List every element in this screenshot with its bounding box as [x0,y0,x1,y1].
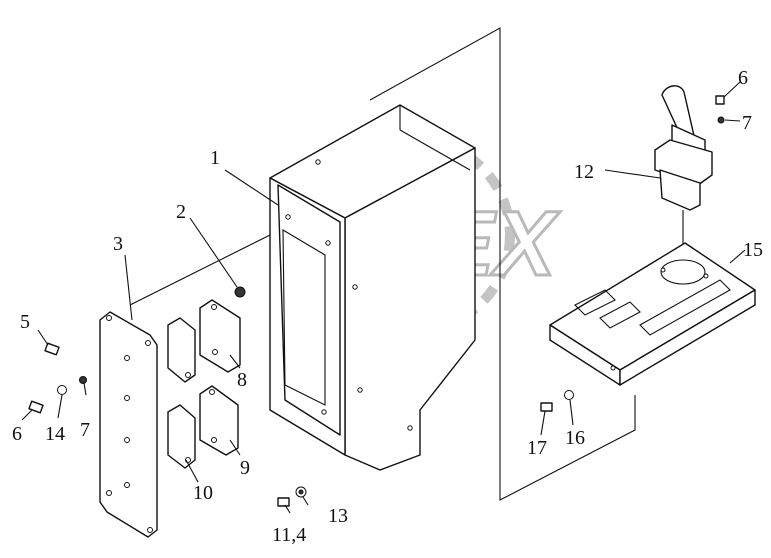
callout-labels: 1 2 3 5 6 14 7 8 9 10 11,4 13 6 7 12 15 … [12,67,763,546]
fasteners-left [28,342,87,414]
callout-10: 10 [193,482,213,504]
callout-3: 3 [113,233,123,255]
callout-13: 13 [328,505,348,527]
joystick [654,85,713,262]
fasteners-right [540,95,725,412]
callout-12: 12 [574,161,594,183]
bolt-part-2 [234,286,246,298]
fasteners-bottom [277,486,307,507]
switch-module-upper [167,299,241,383]
callout-1: 1 [210,147,220,169]
callout-5: 5 [20,311,30,333]
callout-6-left: 6 [12,423,22,445]
callout-11-4: 11,4 [272,524,306,546]
switch-module-lower [167,385,239,469]
callout-17: 17 [527,437,547,459]
callout-2: 2 [176,201,186,223]
callout-7-left: 7 [80,419,90,441]
callout-6-right: 6 [738,67,748,89]
callout-8: 8 [237,369,247,391]
callout-15: 15 [743,239,763,261]
joystick-base-plate [549,242,756,386]
assembly-leader-lines [129,27,636,501]
console-box [269,104,476,471]
callout-9: 9 [240,457,250,479]
callout-16: 16 [565,427,585,449]
callout-14: 14 [45,423,65,445]
callout-leaders [21,81,746,514]
cover-plate [99,311,158,538]
callout-7-right: 7 [742,112,752,134]
